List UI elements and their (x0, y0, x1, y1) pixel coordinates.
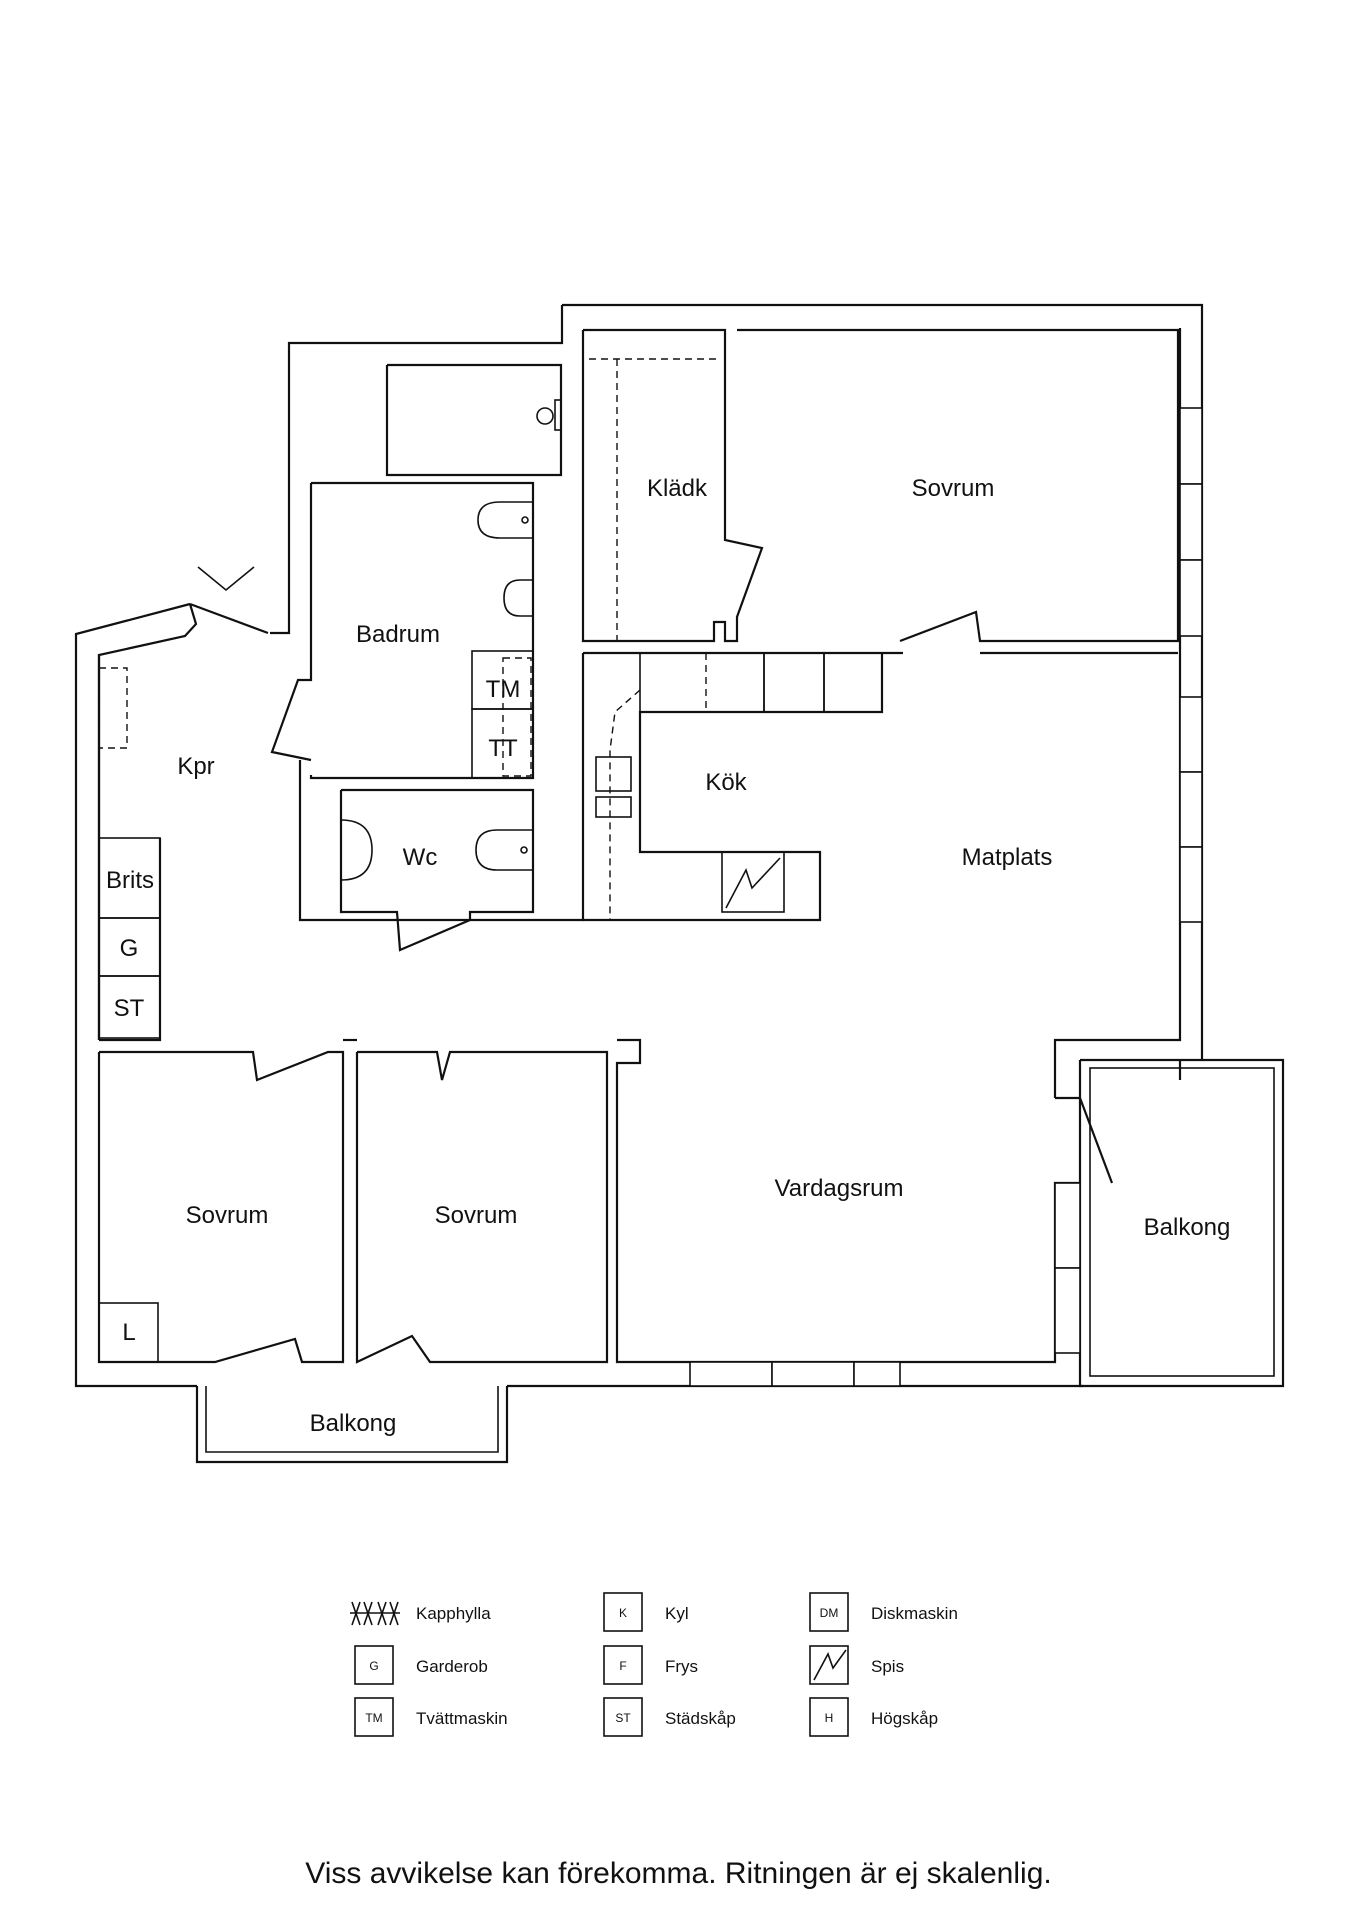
entry-arrow-icon (197, 566, 255, 592)
room-label-balkong-bottom: Balkong (310, 1410, 397, 1437)
legend-item: ST Städskåp (603, 1697, 736, 1737)
legend-item: K Kyl (603, 1592, 689, 1632)
room-label-sovrum-top: Sovrum (912, 475, 995, 502)
legend-code: TM (365, 1711, 382, 1725)
room-label-kladk: Klädk (647, 475, 708, 502)
room-label-balkong-right: Balkong (1144, 1214, 1231, 1241)
legend-item: H Högskåp (809, 1697, 938, 1737)
fixture-label-tt: TT (488, 735, 518, 762)
kitchen-sink-icon (595, 756, 632, 792)
wc-toilet-icon (475, 829, 534, 871)
legend-item: DM Diskmaskin (809, 1592, 958, 1632)
fixture-label-st: ST (114, 995, 145, 1022)
room-label-kok: Kök (705, 769, 747, 796)
legend-item: Spis (809, 1645, 904, 1685)
sink-icon (503, 579, 534, 617)
legend-code: F (619, 1659, 626, 1673)
room-label-sovrum-mid: Sovrum (435, 1202, 518, 1229)
legend-label: Högskåp (871, 1709, 938, 1728)
legend: Kapphylla G Garderob TM Tvättmaskin K Ky… (350, 1592, 958, 1737)
wc-sink-icon (340, 819, 373, 881)
legend-code: K (619, 1606, 627, 1620)
fixture-label-l: L (122, 1319, 135, 1346)
room-label-matplats: Matplats (962, 844, 1053, 871)
coat-rack-icon (350, 1601, 400, 1626)
legend-label: Städskåp (665, 1709, 736, 1728)
legend-label: Kapphylla (416, 1604, 491, 1623)
disclaimer: Viss avvikelse kan förekomma. Ritningen … (305, 1857, 1052, 1890)
fixture-label-g: G (120, 935, 139, 962)
legend-label: Frys (665, 1657, 698, 1676)
entry-door[interactable] (97, 603, 198, 1040)
storage-boxes (98, 837, 161, 1363)
fixture-label-tm: TM (486, 676, 521, 703)
stove-icon (813, 1649, 847, 1681)
legend-item: Kapphylla (350, 1601, 491, 1626)
stove-icon (721, 851, 785, 913)
bathroom-fixtures (340, 399, 562, 881)
room-label-badrum: Badrum (356, 621, 440, 648)
legend-code: DM (820, 1606, 839, 1620)
legend-label: Garderob (416, 1657, 488, 1676)
room-label-sovrum-left: Sovrum (186, 1202, 269, 1229)
legend-label: Diskmaskin (871, 1604, 958, 1623)
legend-code: ST (615, 1711, 631, 1725)
legend-item: F Frys (603, 1645, 698, 1685)
legend-item: TM Tvättmaskin (354, 1697, 508, 1737)
legend-label: Kyl (665, 1604, 689, 1623)
windows (689, 407, 1203, 1387)
fixture-label-brits: Brits (106, 867, 154, 894)
room-label-wc: Wc (403, 844, 438, 871)
shower-drain-icon (554, 399, 562, 431)
legend-code: G (369, 1659, 378, 1673)
legend-code: H (825, 1711, 834, 1725)
legend-item: G Garderob (354, 1645, 488, 1685)
legend-label: Tvättmaskin (416, 1709, 508, 1728)
room-label-kpr: Kpr (177, 753, 214, 780)
toilet-icon (477, 501, 534, 539)
room-label-vardagsrum: Vardagsrum (775, 1175, 904, 1202)
legend-label: Spis (871, 1657, 904, 1676)
kitchen-fixtures (98, 358, 883, 920)
